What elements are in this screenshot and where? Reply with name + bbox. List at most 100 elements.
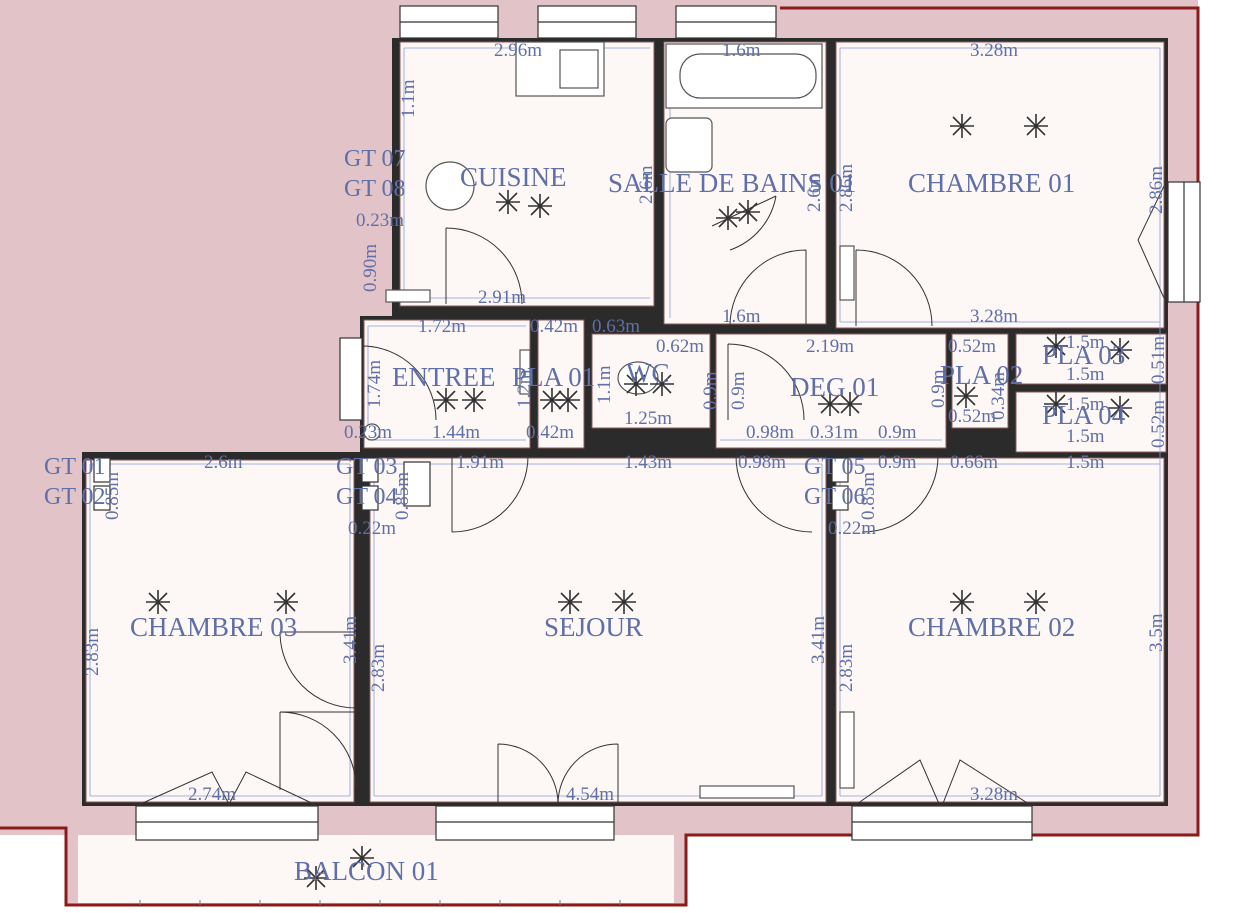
svg-text:0.52m: 0.52m [1148, 400, 1169, 448]
svg-text:0.42m: 0.42m [526, 422, 574, 443]
svg-text:2.86m: 2.86m [1146, 166, 1167, 214]
svg-text:0.98m: 0.98m [746, 422, 794, 443]
floor-chambre-02 [835, 457, 1165, 803]
svg-text:0.23m: 0.23m [344, 422, 392, 443]
balcony-ticks [139, 900, 621, 905]
floor-sejour [369, 457, 827, 803]
svg-text:0.63m: 0.63m [592, 316, 640, 337]
svg-text:3.28m: 3.28m [970, 40, 1018, 61]
svg-text:1.6m: 1.6m [722, 40, 761, 61]
svg-text:1.5m: 1.5m [1066, 426, 1105, 447]
room-label-pla-01: PLA 01 [512, 362, 595, 392]
svg-text:0.22m: 0.22m [348, 518, 396, 539]
marker-gt03: GT 03 [336, 454, 398, 480]
svg-text:2.6m: 2.6m [804, 173, 825, 212]
svg-text:0.9m: 0.9m [700, 371, 721, 410]
room-label-wc: WC [626, 358, 670, 388]
svg-text:0.85m: 0.85m [102, 472, 123, 520]
floor-deg [715, 333, 947, 449]
marker-gt04: GT 04 [336, 484, 398, 510]
svg-text:0.9m: 0.9m [928, 369, 949, 408]
marker-gt08: GT 08 [344, 176, 406, 202]
dimensions-vertical: 1.1m 0.90m 2.6m 2.6m 2.86m 2.86m 1.74m 1… [82, 79, 1169, 692]
svg-text:1.44m: 1.44m [432, 422, 480, 443]
room-label-entree: ENTREE [392, 362, 495, 392]
svg-text:1.5m: 1.5m [1066, 364, 1105, 385]
svg-text:0.9m: 0.9m [878, 422, 917, 443]
floor-pla-01 [537, 319, 585, 449]
svg-text:1.72m: 1.72m [418, 316, 466, 337]
floor-chambre-01 [835, 41, 1165, 329]
svg-text:2.83m: 2.83m [368, 644, 389, 692]
svg-text:0.66m: 0.66m [950, 452, 998, 473]
marker-gt06: GT 06 [804, 484, 866, 510]
doors [135, 185, 1165, 807]
svg-text:1.25m: 1.25m [624, 408, 672, 429]
svg-text:0.23m: 0.23m [356, 210, 404, 231]
svg-text:2.6m: 2.6m [636, 165, 657, 204]
svg-text:3.28m: 3.28m [970, 306, 1018, 327]
floor-chambre-03 [85, 459, 355, 803]
room-label-balcon-01: BALCON 01 [294, 856, 439, 886]
svg-text:0.42m: 0.42m [530, 316, 578, 337]
svg-text:1.5m: 1.5m [1066, 332, 1105, 353]
exterior-outline [0, 6, 1200, 907]
svg-text:1.1m: 1.1m [398, 79, 419, 118]
room-label-chambre-01: CHAMBRE 01 [908, 168, 1075, 198]
svg-text:1.5m: 1.5m [1066, 394, 1105, 415]
svg-text:0.52m: 0.52m [948, 336, 996, 357]
dimensions-horizontal: 2.96m 1.6m 3.28m 2.91m 0.23m 1.72m 0.42m… [188, 40, 1105, 805]
balcony-floor [78, 835, 674, 903]
svg-text:2.96m: 2.96m [494, 40, 542, 61]
svg-text:3.41m: 3.41m [808, 616, 829, 664]
ceiling-lights [146, 114, 1132, 890]
svg-text:1.91m: 1.91m [456, 452, 504, 473]
svg-text:0.85m: 0.85m [392, 472, 413, 520]
room-label-pla-04: PLA 04 [1042, 400, 1126, 430]
svg-text:0.52m: 0.52m [948, 406, 996, 427]
svg-text:3.5m: 3.5m [1146, 613, 1167, 652]
svg-text:0.34m: 0.34m [988, 372, 1009, 420]
floor-pla-04 [1015, 391, 1167, 453]
svg-text:3.41m: 3.41m [340, 616, 361, 664]
floor-entree [363, 319, 531, 449]
svg-text:1.5m: 1.5m [1066, 452, 1105, 473]
marker-gt07: GT 07 [344, 146, 406, 172]
windows [135, 5, 1201, 841]
svg-text:2.86m: 2.86m [836, 164, 857, 212]
svg-text:2.6m: 2.6m [204, 452, 243, 473]
room-label-pla-02: PLA 02 [940, 360, 1023, 390]
room-label-pla-03: PLA 03 [1042, 340, 1125, 370]
svg-text:0.9m: 0.9m [728, 371, 749, 410]
room-label-cuisine: CUISINE [460, 162, 567, 192]
svg-text:1.74m: 1.74m [364, 360, 385, 408]
marker-gt02: GT 02 [44, 484, 106, 510]
svg-text:0.98m: 0.98m [738, 452, 786, 473]
svg-text:2.91m: 2.91m [478, 287, 526, 308]
svg-text:4.54m: 4.54m [566, 784, 614, 805]
svg-text:0.51m: 0.51m [1148, 336, 1169, 384]
svg-text:1.1m: 1.1m [594, 365, 615, 404]
room-label-chambre-03: CHAMBRE 03 [130, 612, 297, 642]
svg-text:0.85m: 0.85m [858, 472, 879, 520]
svg-text:0.62m: 0.62m [656, 336, 704, 357]
dimension-guides [89, 47, 1161, 797]
floor-pla-03 [1015, 333, 1167, 385]
svg-text:0.9m: 0.9m [878, 452, 917, 473]
svg-text:2.19m: 2.19m [806, 336, 854, 357]
svg-text:3.28m: 3.28m [970, 784, 1018, 805]
room-label-deg-01: DEG 01 [790, 372, 879, 402]
marker-gt01: GT 01 [44, 454, 106, 480]
room-label-chambre-02: CHAMBRE 02 [908, 612, 1075, 642]
fixtures [363, 41, 855, 799]
room-label-sdb: SALLE DE BAINS 01 [608, 168, 856, 198]
svg-text:2.74m: 2.74m [188, 784, 236, 805]
floor-pla-02 [951, 333, 1009, 429]
svg-text:0.31m: 0.31m [810, 422, 858, 443]
svg-text:1.2m: 1.2m [514, 369, 535, 408]
svg-text:1.43m: 1.43m [624, 452, 672, 473]
gt-boxes [93, 457, 849, 511]
svg-text:0.90m: 0.90m [360, 244, 381, 292]
svg-text:2.83m: 2.83m [836, 644, 857, 692]
